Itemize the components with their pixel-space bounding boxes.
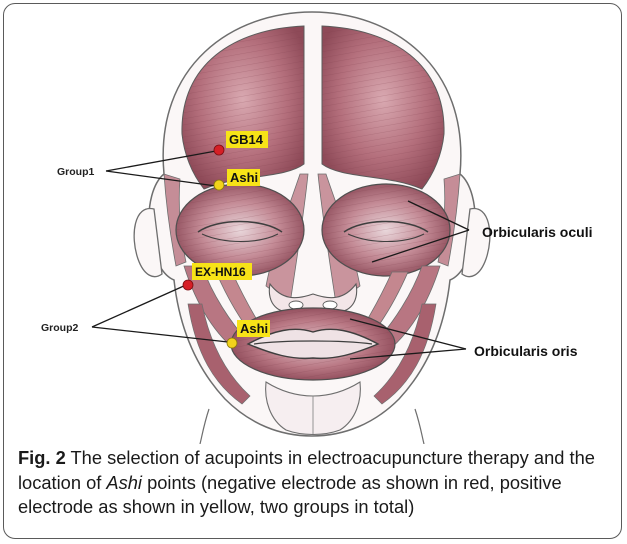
orbicularis-oris-label: Orbicularis oris (474, 343, 578, 359)
ashi-upper-electrode-dot (214, 180, 224, 190)
face-muscle-illustration: GB14 Ashi EX-HN16 Ashi Group1 Group2 Orb… (4, 4, 622, 444)
ashi-upper-label: Ashi (230, 170, 258, 185)
exhn16-label: EX-HN16 (195, 265, 246, 279)
group1-label: Group1 (57, 166, 94, 178)
ashi-lower-label: Ashi (240, 321, 268, 336)
group2-label: Group2 (41, 322, 78, 334)
gb14-electrode-dot (214, 145, 224, 155)
caption-italic-term: Ashi (106, 472, 142, 493)
ashi-lower-electrode-dot (227, 338, 237, 348)
exhn16-electrode-dot (183, 280, 193, 290)
orbicularis-oris-muscle (231, 308, 395, 380)
caption-figure-label: Fig. 2 (18, 447, 66, 468)
figure-caption: Fig. 2 The selection of acupoints in ele… (18, 446, 614, 520)
gb14-label: GB14 (229, 132, 264, 147)
figure-frame: GB14 Ashi EX-HN16 Ashi Group1 Group2 Orb… (3, 3, 622, 539)
orbicularis-oculi-label: Orbicularis oculi (482, 224, 592, 240)
